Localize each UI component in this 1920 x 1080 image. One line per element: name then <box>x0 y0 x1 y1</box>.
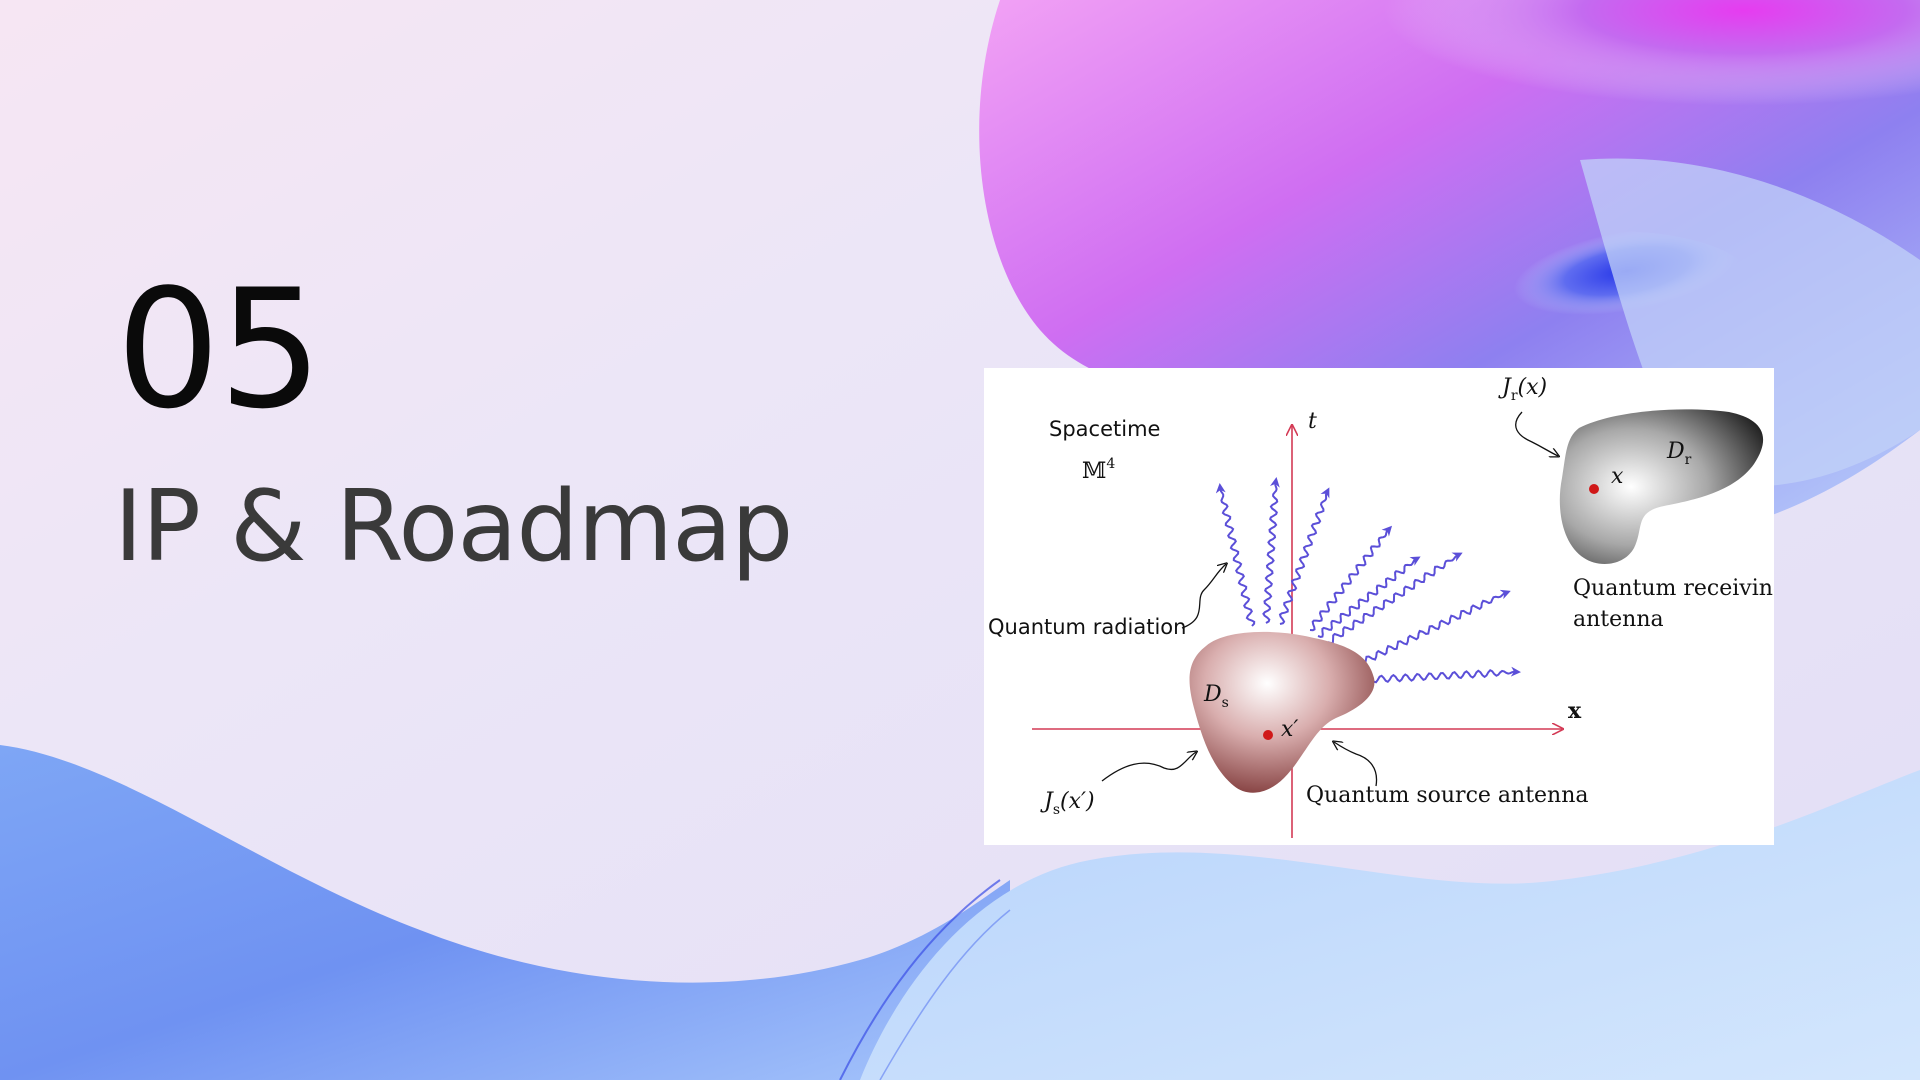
receiver-domain-label: Dr <box>1666 439 1692 468</box>
pointer-source-current-icon <box>1101 752 1196 782</box>
wavy-arrow-icon <box>1349 589 1511 671</box>
radiation-arrows <box>1215 477 1521 684</box>
wavy-arrow-icon <box>1215 483 1256 627</box>
spacetime-label: Spacetime <box>1049 417 1160 441</box>
receiver-label-line2: antenna <box>1573 607 1664 632</box>
section-title: IP & Roadmap <box>114 470 793 584</box>
x-axis-label: x <box>1568 698 1582 724</box>
receiver-point <box>1589 484 1599 494</box>
radiation-label: Quantum radiation <box>988 615 1186 639</box>
source-current-label: Js(x′) <box>1040 789 1095 818</box>
pointer-receiver-icon <box>1515 411 1558 456</box>
pointer-source-antenna-icon <box>1334 742 1378 787</box>
receiver-current-label: Jr(x) <box>1498 375 1547 404</box>
wavy-arrow-icon <box>1359 666 1521 684</box>
source-point-label: x′ <box>1281 717 1298 742</box>
wavy-arrow-icon <box>1278 487 1330 625</box>
t-axis-label: t <box>1308 409 1317 434</box>
wavy-arrow-icon <box>1309 525 1393 632</box>
figure-canvas: Spacetime 𝕄4 t x Quantum radiation Jr(x)… <box>988 375 1774 838</box>
manifold-label: 𝕄4 <box>1082 456 1115 484</box>
receiver-point-label: x <box>1611 464 1624 489</box>
source-antenna-label: Quantum source antenna <box>1306 783 1589 808</box>
source-antenna-shape <box>1189 631 1375 793</box>
wavy-arrow-icon <box>1317 556 1421 638</box>
receiving-antenna-shape <box>1559 409 1764 564</box>
receiver-label-line1: Quantum receiving <box>1573 576 1774 601</box>
pointer-radiation-icon <box>1181 564 1226 629</box>
section-number: 05 <box>116 254 323 445</box>
quantum-antenna-figure: Spacetime 𝕄4 t x Quantum radiation Jr(x)… <box>984 368 1774 845</box>
source-domain-label: Ds <box>1203 682 1229 711</box>
wavy-arrow-icon <box>1262 477 1280 624</box>
source-point <box>1263 730 1273 740</box>
wavy-arrow-icon <box>1327 552 1463 645</box>
